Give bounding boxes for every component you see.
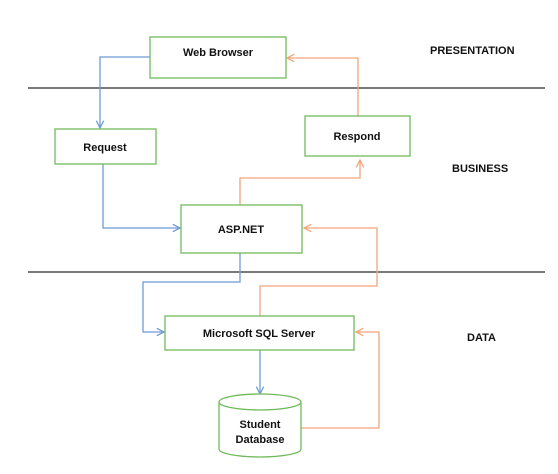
database-label-line2: Database <box>236 434 285 446</box>
sql-server-label: Microsoft SQL Server <box>203 328 316 340</box>
request-node: Request <box>54 128 157 165</box>
layer-label-data: DATA <box>467 332 496 344</box>
aspnet-label: ASP.NET <box>218 224 265 236</box>
web-browser-label: Web Browser <box>183 47 254 59</box>
sqlserver-to-aspnet-arrow <box>259 228 378 316</box>
aspnet-to-sqlserver-arrow <box>142 253 241 332</box>
web-browser-node: Web Browser <box>149 36 287 79</box>
student-database-node: Student Database <box>218 393 302 458</box>
database-to-sqlserver-arrow <box>301 332 380 429</box>
database-label-line1: Student <box>240 419 281 431</box>
respond-to-browser-arrow <box>287 58 359 116</box>
respond-label: Respond <box>333 131 380 143</box>
sql-server-node: Microsoft SQL Server <box>164 315 355 351</box>
respond-node: Respond <box>304 115 411 157</box>
layer-label-presentation: PRESENTATION <box>430 45 515 57</box>
aspnet-to-respond-arrow <box>239 160 360 205</box>
layer-label-business: BUSINESS <box>452 163 508 175</box>
request-label: Request <box>83 142 127 154</box>
aspnet-node: ASP.NET <box>180 204 303 254</box>
browser-to-request-arrow <box>100 56 150 128</box>
request-to-aspnet-arrow <box>102 164 180 228</box>
